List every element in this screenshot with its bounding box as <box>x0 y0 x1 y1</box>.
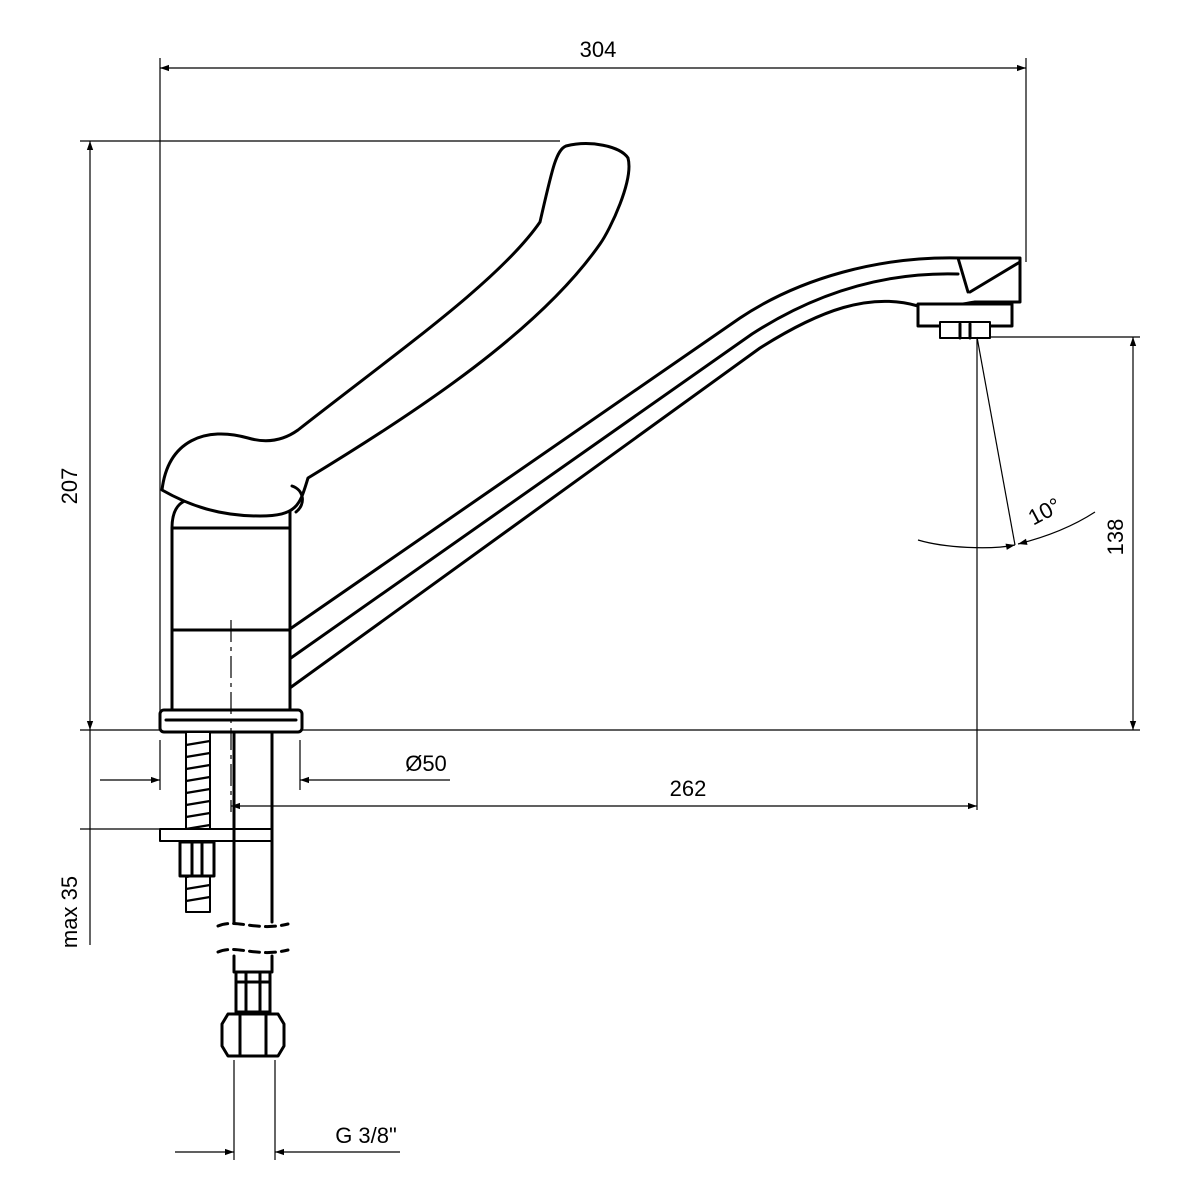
dim-label-max-thickness: max 35 <box>57 876 82 948</box>
dim-label-connection-thread: G 3/8" <box>335 1123 397 1148</box>
hose-ferrule <box>234 970 272 1014</box>
spout-inner-line <box>286 272 960 662</box>
dim-label-base-diameter: Ø50 <box>405 751 447 776</box>
aerator-outlet <box>939 321 991 339</box>
mounting-plate <box>159 828 273 842</box>
angle-arc <box>917 539 1016 550</box>
mounting-nut <box>178 840 216 878</box>
spout-tip-detail <box>956 256 1022 294</box>
dimensions: 304 207 138 262 Ø50 max 35 G 3/8" 10° <box>57 37 1137 1160</box>
dim-label-spout-angle: 10° <box>1024 493 1065 531</box>
spout-flow-axis <box>976 336 1016 546</box>
spout <box>255 256 1022 703</box>
hose-nut <box>220 1012 286 1058</box>
faucet-drawing <box>158 142 1022 1058</box>
dim-label-overall-height: 207 <box>57 468 82 505</box>
dim-label-spout-reach: 262 <box>670 776 707 801</box>
dim-label-spout-height: 138 <box>1103 519 1128 556</box>
threaded-rod <box>185 731 211 913</box>
angle-arc-right <box>1017 511 1096 545</box>
dim-label-overall-length: 304 <box>580 37 617 62</box>
hose-break-marks <box>216 921 290 955</box>
body-upper <box>170 526 292 632</box>
